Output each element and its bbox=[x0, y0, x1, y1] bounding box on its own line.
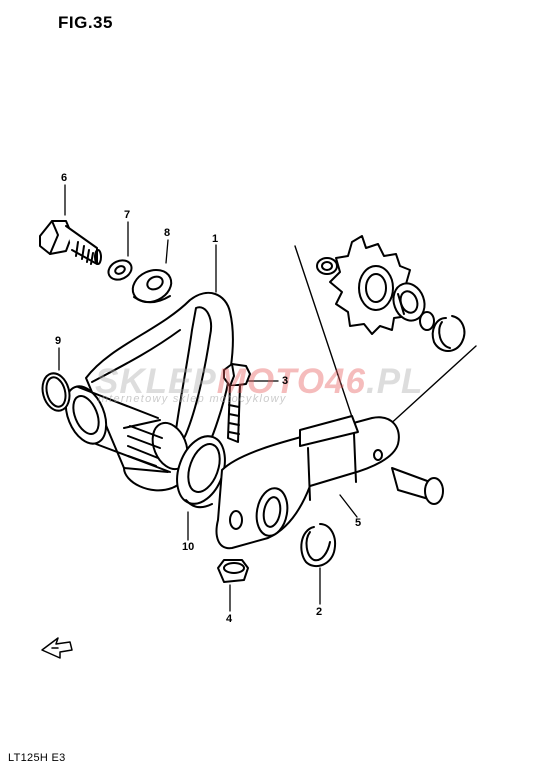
idler-sprocket bbox=[316, 235, 466, 352]
callout-8: 8 bbox=[164, 227, 171, 239]
assembly-outline bbox=[294, 245, 477, 429]
pin-part bbox=[391, 467, 444, 505]
model-code: LT125H E3 bbox=[8, 752, 66, 764]
thick-washer-part-8 bbox=[131, 268, 173, 304]
figure-title: FIG.35 bbox=[58, 13, 113, 32]
callout-5: 5 bbox=[355, 517, 362, 529]
callout-6: 6 bbox=[61, 172, 68, 184]
callout-1: 1 bbox=[212, 233, 219, 245]
hex-bolt-part-6 bbox=[39, 220, 102, 265]
large-washer-part-10 bbox=[176, 435, 226, 509]
o-ring-part-9 bbox=[41, 372, 71, 412]
callout-4: 4 bbox=[226, 613, 233, 625]
nut-part-4 bbox=[217, 559, 249, 583]
callout-10: 10 bbox=[182, 541, 195, 553]
callout-7: 7 bbox=[124, 209, 131, 221]
circlip-part-2 bbox=[300, 523, 336, 568]
callout-9: 9 bbox=[55, 335, 62, 347]
bolt-part-3 bbox=[223, 363, 251, 443]
front-arrow-icon bbox=[41, 637, 73, 659]
callout-2: 2 bbox=[316, 606, 323, 618]
leader-lines bbox=[58, 184, 358, 612]
tensioner-bracket-part-5 bbox=[215, 415, 400, 550]
watermark-tagline: internetowy sklep motocyklowy bbox=[98, 393, 287, 405]
callout-3: 3 bbox=[282, 375, 289, 387]
watermark-logo: SKLEPMOTO46.PL bbox=[95, 362, 424, 401]
washer-part-7 bbox=[107, 259, 133, 281]
